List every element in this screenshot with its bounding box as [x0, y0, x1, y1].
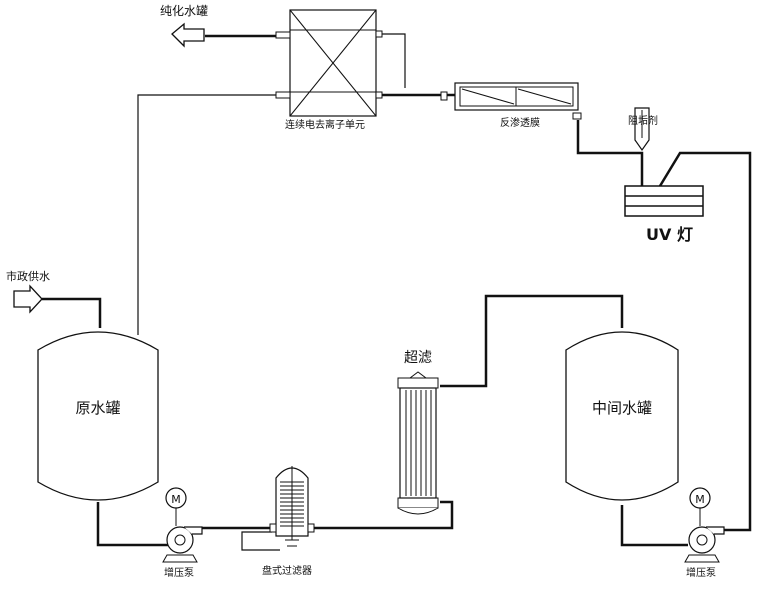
- ro-membrane-label: 反渗透膜: [500, 116, 540, 129]
- ultrafiltration-label: 超滤: [404, 350, 432, 366]
- ro-membrane: [440, 82, 582, 120]
- pure-water-tank-label: 纯化水罐: [160, 4, 208, 18]
- pipe-raw-to-pump1: [96, 502, 170, 547]
- scale-inhibitor-label: 阻垢剂: [628, 114, 658, 127]
- edi-unit-label: 连续电去离子单元: [285, 118, 365, 131]
- pipe-municipal-feed: [42, 297, 102, 328]
- raw-water-tank: [37, 331, 159, 501]
- municipal-water-label: 市政供水: [6, 269, 50, 283]
- intermediate-tank-label: 中间水罐: [592, 399, 652, 417]
- booster-pump-2: [684, 487, 725, 563]
- ultrafiltration-unit: [397, 371, 439, 515]
- scale-inhibitor-dosing-icon: [634, 107, 650, 152]
- pipe-uf-to-intermediate: [440, 294, 624, 388]
- pipe-filter-bypass: [241, 531, 280, 551]
- edi-unit: [275, 9, 383, 117]
- intermediate-water-tank: [565, 331, 679, 501]
- pipe-filter-to-uf: [312, 500, 454, 530]
- motor-symbol-2: M: [695, 493, 705, 506]
- raw-water-tank-label: 原水罐: [75, 399, 120, 417]
- pipe-ro-to-uv: [576, 120, 644, 186]
- booster-pump-2-label: 增压泵: [686, 566, 716, 579]
- pipe-edi-loop: [380, 33, 406, 88]
- disc-filter: [269, 466, 315, 547]
- disc-filter-label: 盘式过滤器: [262, 564, 312, 577]
- pipe-uv-right: [658, 151, 752, 532]
- pipe-raw-to-edi: [137, 94, 276, 335]
- municipal-water-inlet-arrow-icon: [13, 284, 43, 314]
- booster-pump-1: [162, 487, 203, 563]
- pipes: [42, 33, 752, 551]
- uv-lamp: [624, 185, 704, 217]
- uv-lamp-label: UV 灯: [646, 225, 693, 244]
- booster-pump-1-label: 增压泵: [164, 566, 194, 579]
- pure-water-outlet-arrow-icon: [171, 22, 205, 48]
- motor-symbol-1: M: [171, 493, 181, 506]
- pipe-intermediate-to-pump2: [620, 505, 688, 547]
